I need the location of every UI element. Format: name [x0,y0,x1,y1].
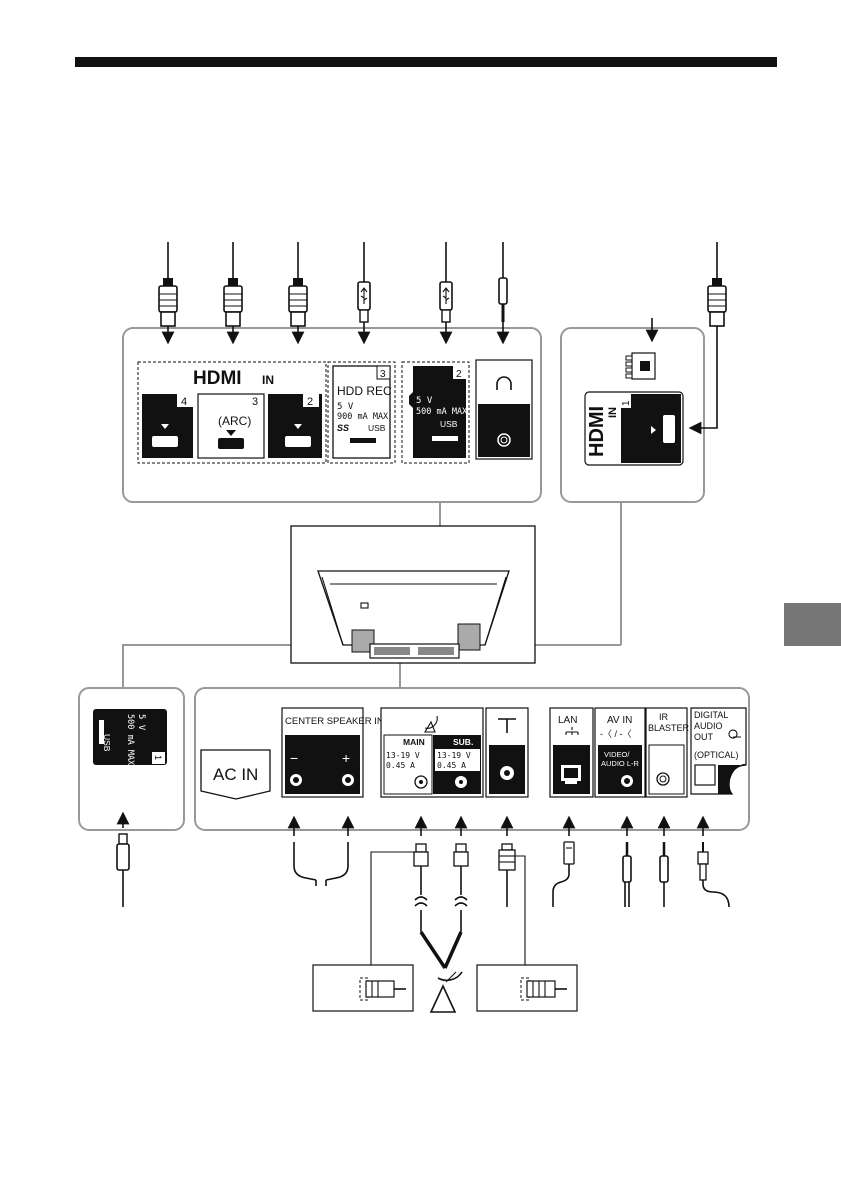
digital-label-1: DIGITAL [694,710,728,720]
usb1-voltage: 5 V [136,714,146,731]
hdmi-plug-icon [159,242,177,326]
usb-plug-icon [358,242,370,322]
header-bar [75,57,777,67]
usb3-number: 3 [380,369,386,380]
usb2-number: 2 [456,369,462,380]
center-plus: + [342,750,350,766]
ir-label-1: IR [659,712,669,722]
usb3-voltage: 5 V [337,402,354,412]
hdmi-port-2-number: 2 [307,396,313,408]
coax-plug-icon [414,844,468,932]
hdmi-port-3-number: 3 [252,396,258,408]
center-speaker-label: CENTER SPEAKER IN [285,716,384,727]
optical-plug-icon [698,842,729,907]
mini-jack-icon [499,242,507,322]
usb2-label: USB [440,419,458,429]
av-in-label: AV IN [607,715,632,726]
side-hdmi-logo: HDMI [586,406,608,457]
ac-in-label: AC IN [213,765,258,784]
usb1-current: 500 mA MAX [125,714,135,766]
hdmi-in-label: IN [262,373,274,387]
satellite-dish-bottom-icon [431,972,462,1012]
av-jack-icon [623,842,631,907]
svg-text:-〈 / -〈: -〈 / -〈 [600,729,632,739]
side-hdmi-in: IN [607,407,619,418]
usb3-label: USB [368,423,386,433]
speaker-wire-icon [294,842,348,886]
sub-current: 0.45 A [437,761,466,770]
ir-label-2: BLASTER [648,723,690,733]
lan-label: LAN [558,715,577,726]
tv-back-icon [291,526,535,663]
sub-voltage: 13-19 V [437,751,471,760]
usb1-number: 1 [153,755,163,760]
lan-plug-icon [553,842,574,907]
hdmi-port-4-number: 4 [181,396,187,408]
main-voltage: 13-19 V [386,751,420,760]
digital-label-3: OUT [694,732,714,742]
svg-text:SS: SS [337,423,349,433]
antenna-plug-icon [499,844,515,907]
side-connector-icon [626,353,655,379]
video-audio-line2: AUDIO L-R [601,759,640,768]
arc-label: (ARC) [218,414,251,428]
main-current: 0.45 A [386,761,415,770]
usb-plug-bottom-icon [117,834,129,907]
usb2-current: 500 mA MAX [416,407,468,417]
sub-label: SUB. [453,737,473,747]
digital-label-2: AUDIO [694,721,723,731]
center-minus: − [290,750,298,766]
main-label: MAIN [403,737,425,747]
usb3-current: 900 mA MAX [337,412,389,422]
optical-label: (OPTICAL) [694,750,739,760]
hdmi-logo: HDMI [193,368,242,389]
video-audio-line1: VIDEO/ [604,750,630,759]
hdmi-port-1-number: 1 [621,400,632,406]
hdd-rec-label: HDD REC [337,384,392,398]
usb2-voltage: 5 V [416,396,433,406]
ir-jack-icon [660,842,668,907]
